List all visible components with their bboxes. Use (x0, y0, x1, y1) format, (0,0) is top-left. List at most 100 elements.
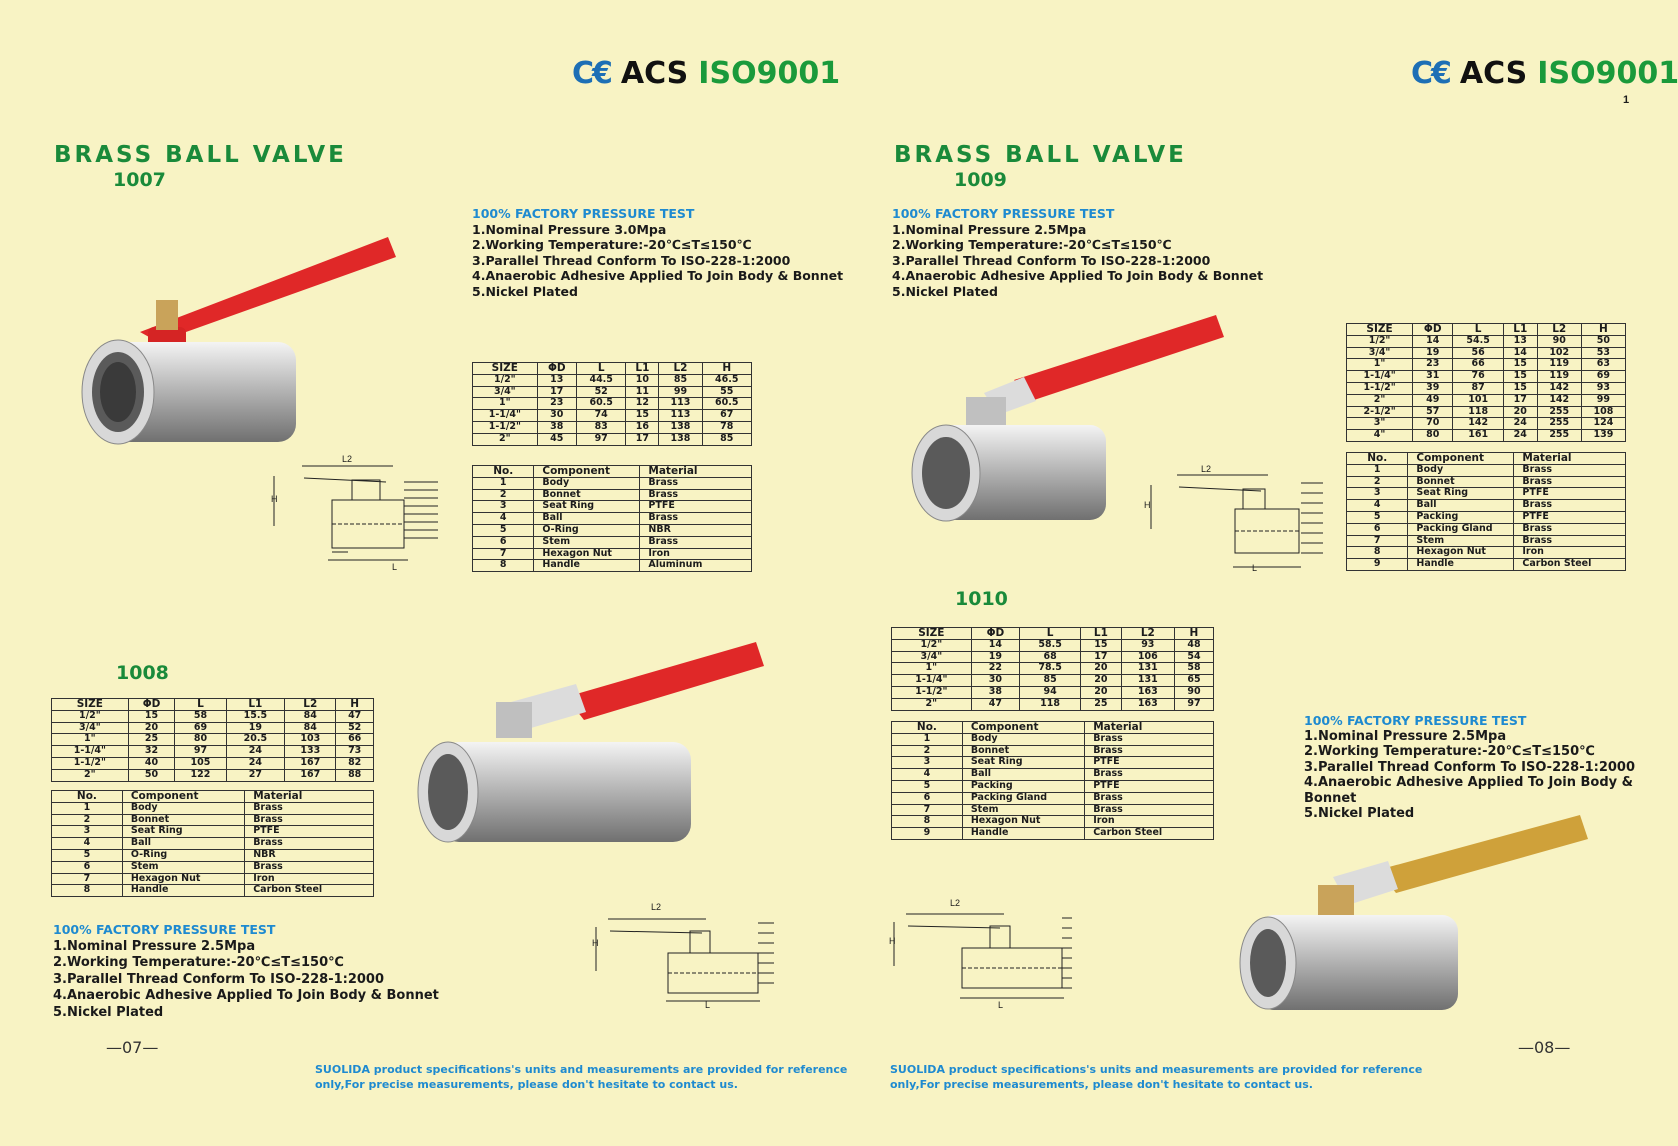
component-cell: Brass (244, 813, 374, 827)
size-cell: 4" (1345, 429, 1414, 442)
component-col-header: No. (51, 790, 123, 803)
size-cell: 60.5 (701, 397, 753, 411)
features-1008: 100% FACTORY PRESSURE TEST 1.Nominal Pre… (53, 922, 439, 1021)
size-cell: 60.5 (575, 397, 627, 411)
iso-mark: ISO9001 (698, 56, 841, 91)
model-code-1009: 1009 (954, 169, 1007, 191)
size-cell: 49 (1412, 393, 1454, 407)
size-col-header: H (1173, 627, 1215, 640)
component-cell: Brass (639, 476, 752, 490)
size-col-header: H (1580, 323, 1627, 336)
feature-line: 4.Anaerobic Adhesive Applied To Join Bod… (53, 988, 439, 1003)
feature-line: 1.Nominal Pressure 3.0Mpa (472, 221, 667, 237)
size-cell: 46.5 (701, 373, 753, 387)
component-cell: Handle (121, 884, 246, 898)
size-cell: 1-1/4" (1345, 370, 1414, 383)
component-cell: 2 (891, 744, 963, 758)
component-cell: Seat Ring (1407, 487, 1515, 501)
size-cell: 97 (174, 745, 227, 758)
size-cell: 78.5 (1019, 662, 1082, 676)
feature-line: 5.Nickel Plated (892, 283, 998, 299)
drawing-label-h: H (271, 494, 278, 504)
drawing-label-h: H (592, 938, 599, 948)
size-cell: 1-1/4" (51, 745, 129, 758)
component-cell: Hexagon Nut (121, 872, 246, 886)
size-cell: 94 (1019, 685, 1082, 699)
size-cell: 15 (127, 709, 176, 723)
size-cell: 25 (127, 733, 176, 747)
size-cell: 17 (536, 385, 577, 399)
size-cell: 113 (658, 409, 703, 422)
size-cell: 1-1/4" (472, 409, 538, 422)
size-cell: 133 (284, 745, 337, 758)
component-cell: Packing (1407, 510, 1515, 524)
component-cell: Iron (1513, 546, 1626, 560)
feature-line: 3.Parallel Thread Conform To ISO-228-1:2… (53, 971, 385, 987)
technical-drawing-1008 (595, 918, 774, 1002)
component-cell: Stem (1407, 534, 1515, 548)
component-cell: Brass (244, 801, 374, 815)
size-cell: 23 (1412, 358, 1454, 372)
component-col-header: No. (1345, 452, 1409, 465)
size-cell: 163 (1120, 685, 1175, 699)
valve-photo-1009 (911, 315, 1224, 522)
size-cell: 97 (575, 432, 627, 446)
size-cell: 90 (1173, 685, 1215, 699)
size-cell: 15 (625, 409, 660, 422)
size-cell: 97 (1173, 697, 1215, 711)
component-cell: Body (121, 801, 246, 815)
size-cell: 90 (1536, 334, 1582, 348)
model-code-1007: 1007 (113, 169, 166, 191)
size-cell: 1" (472, 397, 538, 411)
size-cell: 3/4" (1345, 346, 1414, 360)
component-cell: Carbon Steel (244, 884, 374, 898)
model-code-1010: 1010 (955, 588, 1008, 610)
size-cell: 99 (658, 385, 703, 399)
component-cell: 8 (471, 559, 535, 573)
feature-line: 5.Nickel Plated (472, 283, 578, 299)
iso-mark: ISO9001 (1537, 56, 1678, 91)
size-col-header: L2 (284, 698, 337, 711)
size-cell: 1" (1345, 358, 1414, 372)
size-cell: 66 (1452, 358, 1504, 372)
corner-mark: 1 (1623, 94, 1630, 106)
component-cell: Brass (1513, 463, 1626, 477)
drawing-label-l2: L2 (950, 898, 961, 908)
size-cell: 119 (1536, 370, 1582, 383)
size-cell: 131 (1120, 674, 1175, 687)
component-cell: PTFE (244, 825, 374, 839)
size-cell: 67 (701, 409, 753, 422)
size-cell: 131 (1120, 662, 1175, 676)
component-cell: PTFE (639, 500, 752, 514)
component-cell: Brass (1513, 475, 1626, 489)
component-cell: Brass (639, 488, 752, 502)
component-cell: Seat Ring (961, 756, 1086, 770)
size-cell: 16 (625, 420, 660, 434)
size-cell: 106 (1120, 650, 1175, 664)
size-cell: 57 (1412, 405, 1454, 419)
size-cell: 163 (1120, 697, 1175, 711)
size-cell: 138 (658, 432, 703, 446)
size-cell: 1-1/2" (1345, 381, 1414, 395)
page-title-right: BRASS BALL VALVE (894, 142, 1187, 168)
